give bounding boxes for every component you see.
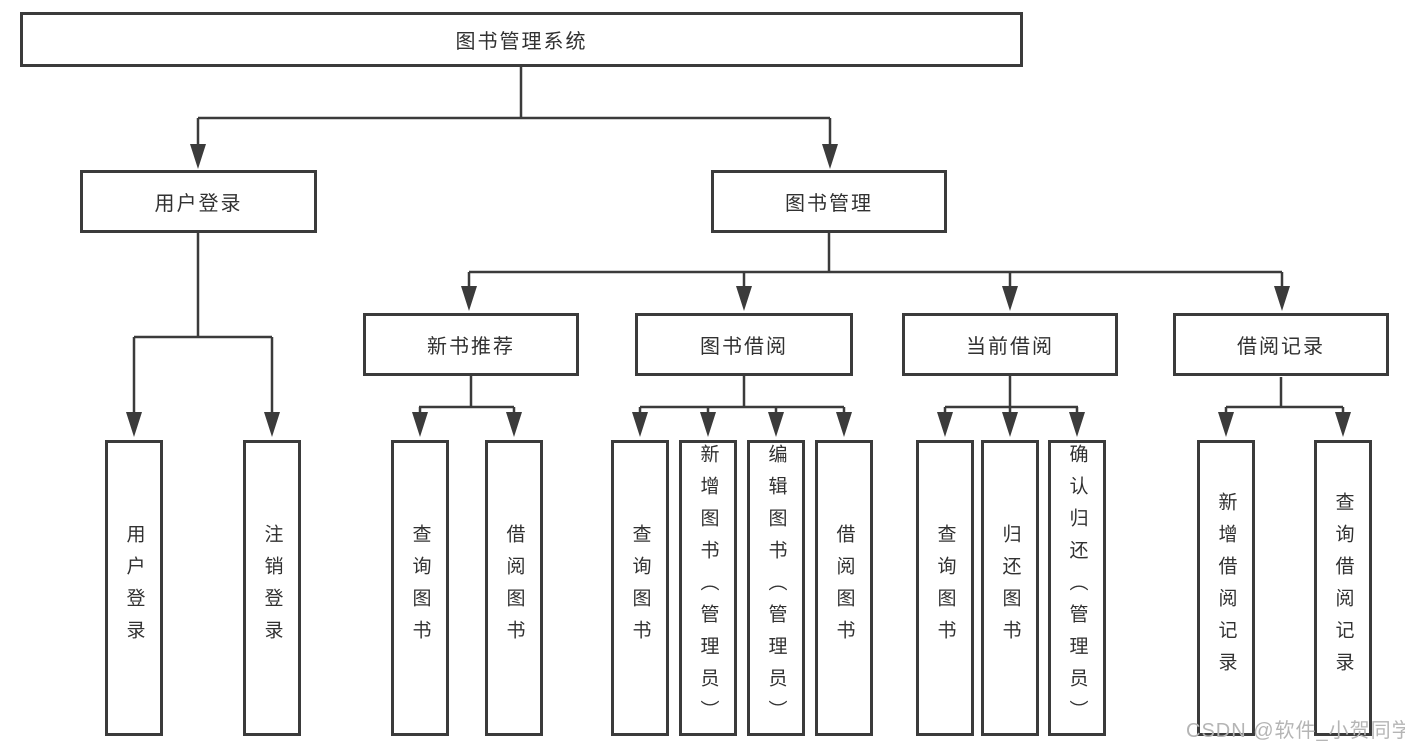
node-current-borrowing: 当前借阅 [902, 313, 1118, 376]
leaf-label: 查询图书 [629, 524, 651, 652]
leaf-label: 归还图书 [999, 524, 1021, 652]
leaf-label: 注销登录 [261, 524, 283, 652]
node-label: 当前借阅 [966, 336, 1054, 358]
node-new-book-recommend: 新书推荐 [363, 313, 579, 376]
node-borrowing-records: 借阅记录 [1173, 313, 1389, 376]
leaf-label: 用户登录 [123, 524, 145, 652]
node-label: 借阅记录 [1237, 336, 1325, 358]
leaf-label: 查询借阅记录 [1332, 492, 1354, 684]
leaf-current-return-books: 归还图书 [981, 440, 1039, 736]
node-label: 图书管理系统 [455, 31, 588, 53]
leaf-label: 查询图书 [934, 524, 956, 652]
leaf-recommend-borrow-books: 借阅图书 [485, 440, 543, 736]
watermark-text: CSDN @软件_小贺同学 [1186, 720, 1405, 742]
leaf-borrow-query-books: 查询图书 [611, 440, 669, 736]
leaf-user-login: 用户登录 [105, 440, 163, 736]
node-book-borrowing: 图书借阅 [635, 313, 853, 376]
leaf-label: 新增借阅记录 [1215, 492, 1237, 684]
node-label: 用户登录 [154, 193, 243, 215]
leaf-label: 查询图书 [409, 524, 431, 652]
leaf-borrow-edit-books-admin: 编辑图书（管理员） [747, 440, 805, 736]
node-label: 新书推荐 [427, 336, 515, 358]
node-label: 图书借阅 [700, 336, 788, 358]
leaf-label: 借阅图书 [503, 524, 525, 652]
leaf-records-query-borrow-record: 查询借阅记录 [1314, 440, 1372, 736]
leaf-borrow-add-books-admin: 新增图书（管理员） [679, 440, 737, 736]
node-label: 图书管理 [785, 193, 873, 215]
leaf-label: 新增图书（管理员） [697, 444, 719, 732]
leaf-current-query-books: 查询图书 [916, 440, 974, 736]
leaf-logout: 注销登录 [243, 440, 301, 736]
leaf-recommend-query-books: 查询图书 [391, 440, 449, 736]
leaf-records-add-borrow-record: 新增借阅记录 [1197, 440, 1255, 736]
leaf-borrow-borrow-books: 借阅图书 [815, 440, 873, 736]
leaf-label: 确认归还（管理员） [1066, 444, 1088, 732]
leaf-label: 编辑图书（管理员） [765, 444, 787, 732]
arrowheads [126, 144, 1351, 437]
connector-segments [132, 67, 1345, 415]
node-book-management: 图书管理 [711, 170, 947, 233]
node-library-management-system: 图书管理系统 [20, 12, 1023, 67]
leaf-label: 借阅图书 [833, 524, 855, 652]
leaf-current-confirm-return-admin: 确认归还（管理员） [1048, 440, 1106, 736]
node-user-login: 用户登录 [80, 170, 317, 233]
